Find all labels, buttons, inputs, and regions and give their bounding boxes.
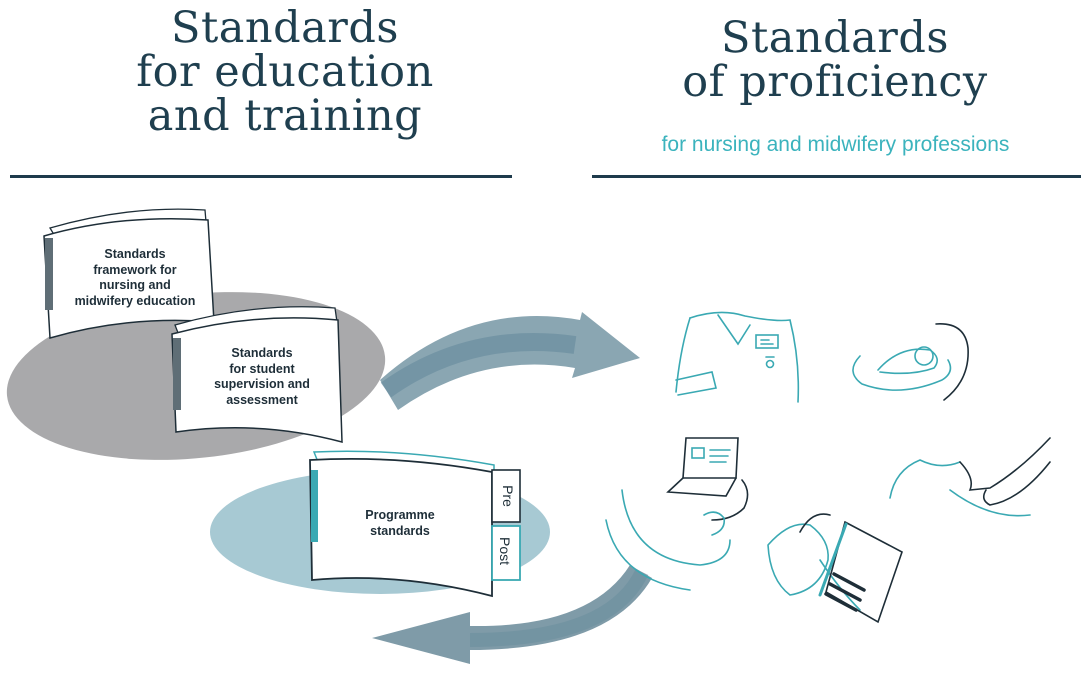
right-subtitle: for nursing and midwifery professions [661,133,1010,156]
right-heading-line-1: Standards [721,13,949,63]
framework-booklet-label: Standards framework for nursing and midw… [60,247,210,309]
framework-label-line: framework for [93,262,177,277]
right-heading-line-2: of proficiency [682,57,988,107]
left-heading: Standards for education and training [40,6,530,138]
return-arrow-icon [372,565,652,664]
left-heading-line-2: for education [136,47,434,97]
framework-label-line: nursing and [99,278,171,292]
nurse-uniform-icon [675,311,800,403]
programme-label-line: Programme [365,508,435,522]
left-heading-line-3: and training [147,91,423,141]
forward-arrow-icon [380,312,640,410]
post-tab-label: Post [497,536,513,565]
supervision-label-line: assessment [226,392,298,407]
framework-booklet-icon [43,208,215,339]
supervision-booklet-icon [171,306,343,443]
baby-cradle-icon [852,323,969,401]
pre-tab-label: Pre [500,485,516,507]
supervision-label-line: for student [229,361,295,376]
framework-label-line: Standards [104,247,166,261]
framework-label-line: midwifery education [74,293,196,308]
supervision-booklet-label: Standards for student supervision and as… [188,346,336,408]
left-heading-line-1: Standards [171,3,399,53]
reading-book-icon [767,513,903,624]
programme-label-line: standards [370,523,430,538]
supervision-label-line: Standards [231,346,293,360]
breastfeeding-icon [889,437,1051,517]
right-divider [592,175,1081,178]
programme-booklet-label: Programme standards [330,508,470,539]
supervision-label-line: supervision and [214,377,310,391]
left-divider [10,175,512,178]
right-heading: Standards of proficiency [590,16,1080,104]
programme-booklet-icon [309,450,521,598]
laptop-icon [605,437,749,591]
